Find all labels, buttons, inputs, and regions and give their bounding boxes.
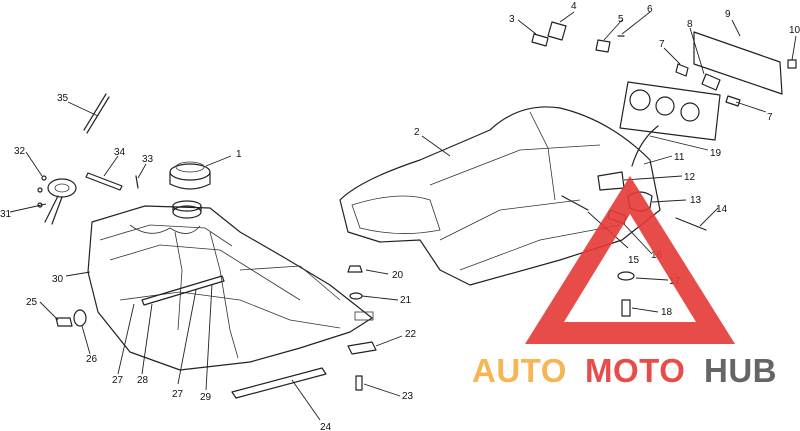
callout-1: 1 <box>236 149 242 160</box>
callout-25: 25 <box>26 297 38 308</box>
callout-22: 22 <box>405 329 417 340</box>
washer <box>349 292 363 300</box>
callout-19: 19 <box>710 148 722 159</box>
callout-8: 8 <box>687 19 693 30</box>
filler-cap <box>169 161 211 219</box>
drain-plug <box>55 317 73 327</box>
callout-6: 6 <box>647 4 653 15</box>
bolt-18 <box>621 299 631 317</box>
callout-11: 11 <box>674 152 685 163</box>
fuel-sender <box>37 175 77 225</box>
callout-3: 3 <box>509 14 515 25</box>
callout-12: 12 <box>684 172 696 183</box>
callout-14: 14 <box>716 204 728 215</box>
callout-5: 5 <box>618 14 624 25</box>
logo-text-moto: MOTO <box>585 352 685 389</box>
callout-15: 15 <box>628 255 640 266</box>
callout-9: 9 <box>725 9 731 20</box>
leader-lines <box>9 11 797 421</box>
seat <box>339 106 661 286</box>
cover <box>595 39 611 53</box>
callout-29: 29 <box>200 392 212 403</box>
bracket <box>347 341 377 355</box>
callout-13: 13 <box>690 195 702 206</box>
callout-28: 28 <box>137 375 149 386</box>
bolt-15 <box>561 195 589 211</box>
callout-26: 26 <box>86 354 98 365</box>
callout-27a: 27 <box>112 375 124 386</box>
callout-24: 24 <box>320 422 332 431</box>
warning-triangle-icon <box>525 176 735 344</box>
mounting-rod <box>141 275 225 306</box>
bolt-14 <box>675 217 707 231</box>
fuel-tank <box>87 205 374 371</box>
vent-hose <box>83 93 110 134</box>
automotohub-watermark: AUTO MOTO HUB <box>472 176 777 389</box>
callout-20: 20 <box>392 270 404 281</box>
callout-27b: 27 <box>172 389 184 400</box>
clip <box>531 33 549 47</box>
strap <box>85 172 123 191</box>
callout-33: 33 <box>142 154 154 165</box>
seat-latch <box>597 171 625 191</box>
callout-21: 21 <box>400 295 412 306</box>
housing <box>547 21 567 41</box>
callout-23: 23 <box>402 391 414 402</box>
logo-text-auto: AUTO <box>472 352 567 389</box>
callout-7b: 7 <box>767 112 773 123</box>
washer-17 <box>617 271 635 281</box>
logo-text-hub: HUB <box>704 352 777 389</box>
callout-31: 31 <box>0 209 12 220</box>
callout-7a: 7 <box>659 39 665 50</box>
callout-18: 18 <box>661 307 673 318</box>
nut <box>347 265 363 273</box>
cable-19 <box>631 125 659 167</box>
grommet <box>73 309 87 327</box>
callout-35: 35 <box>57 93 69 104</box>
bolt <box>135 175 139 189</box>
callout-4: 4 <box>571 1 577 12</box>
callout-2: 2 <box>414 127 420 138</box>
callout-32: 32 <box>14 146 26 157</box>
callout-34: 34 <box>114 147 126 158</box>
taillight-assembly <box>619 31 797 141</box>
callout-10: 10 <box>789 25 800 36</box>
bolt-23 <box>355 375 363 391</box>
trim-strip <box>231 367 327 399</box>
callout-30: 30 <box>52 274 64 285</box>
